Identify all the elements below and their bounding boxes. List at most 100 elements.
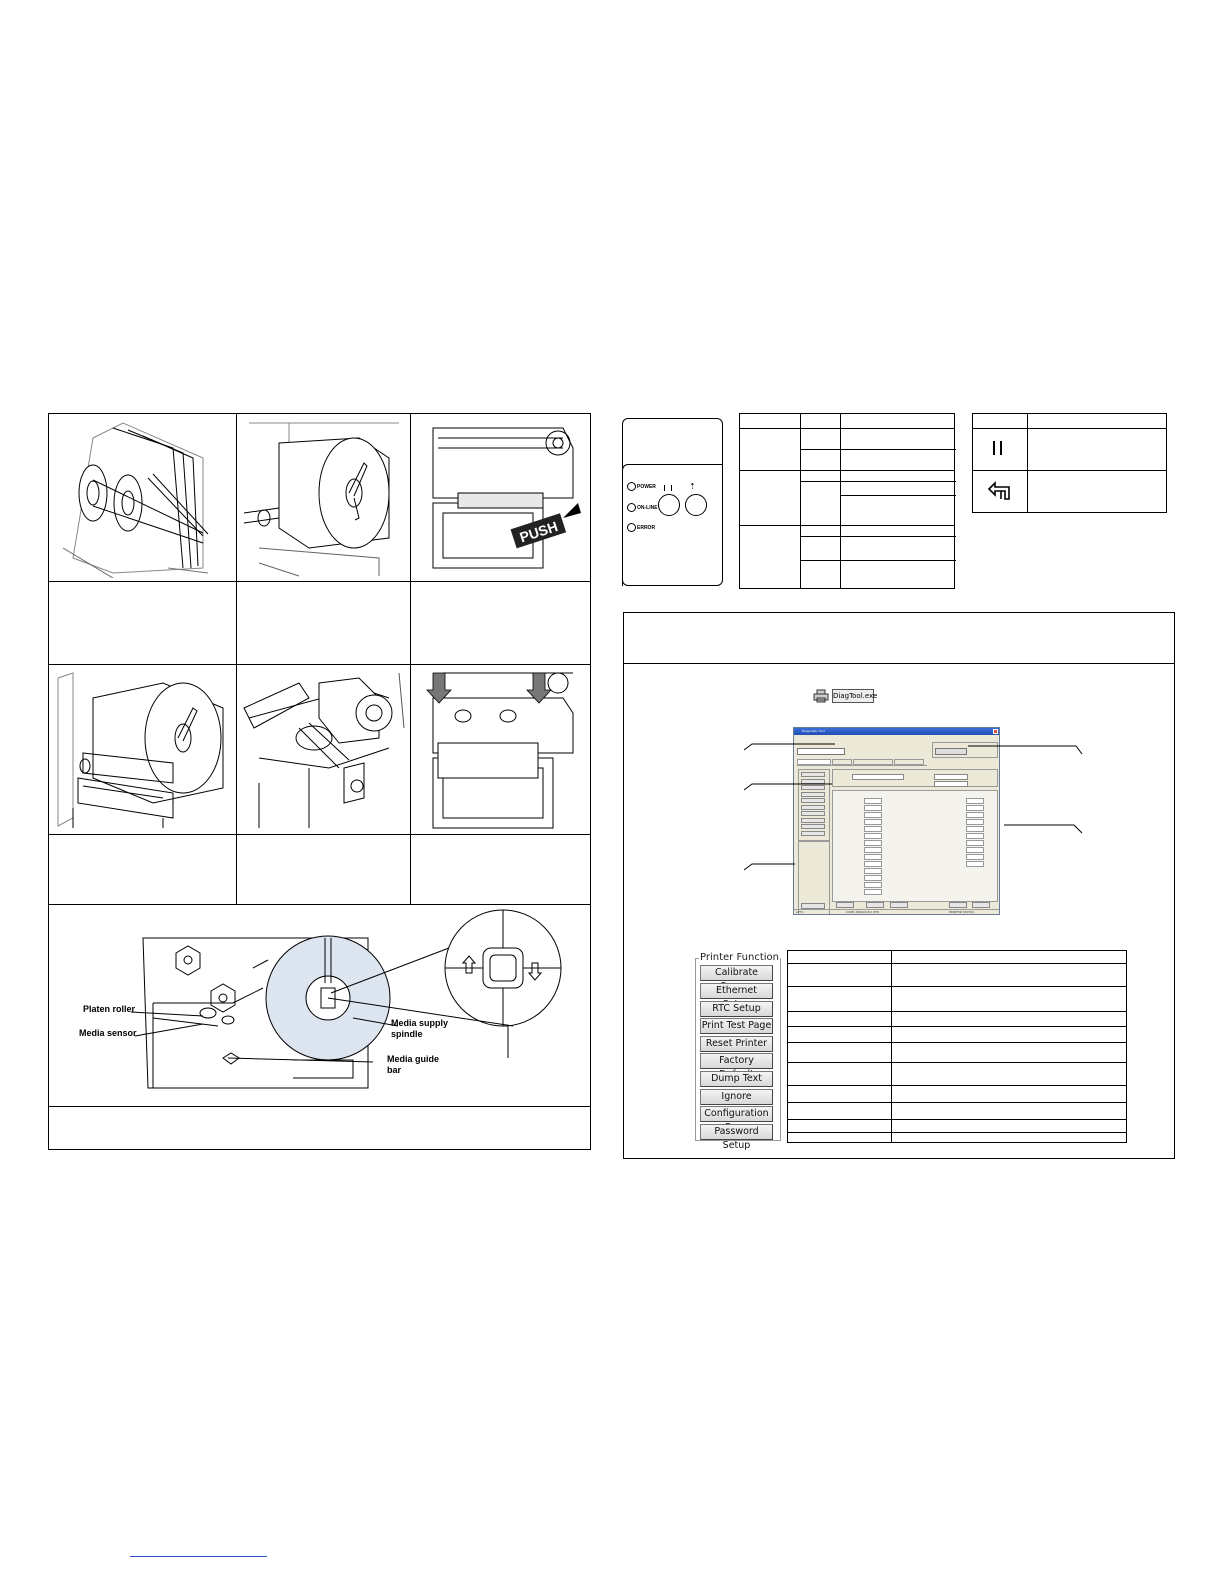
table-line (788, 1132, 1126, 1133)
table-line (788, 1085, 1126, 1086)
feed-button[interactable] (685, 494, 707, 516)
window-titlebar (794, 728, 999, 735)
printer-function-mini-button[interactable] (801, 830, 825, 836)
config-field[interactable] (966, 798, 984, 804)
config-field[interactable] (864, 805, 882, 811)
window-close-icon[interactable] (993, 729, 998, 734)
tab-command-tool[interactable] (894, 759, 924, 765)
config-field[interactable] (864, 875, 882, 881)
window-title: Diagnostic Tool (802, 729, 825, 733)
loading-steps-panel: PUSH (48, 413, 591, 1150)
printer-function-button[interactable]: Factory Default (700, 1053, 773, 1080)
config-field[interactable] (864, 819, 882, 825)
status-port: LPT1 (796, 910, 804, 914)
footer-link[interactable] (130, 1553, 267, 1557)
config-field[interactable] (966, 826, 984, 832)
table-line (788, 963, 1126, 964)
table-line (800, 481, 956, 482)
config-field[interactable] (864, 840, 882, 846)
printer-function-mini-button[interactable] (801, 785, 825, 790)
config-field[interactable] (966, 819, 984, 825)
grid-line (410, 414, 411, 904)
panel-header-divider (624, 663, 1174, 664)
button-function-table (972, 413, 1167, 513)
config-field[interactable] (966, 805, 984, 811)
online-led (627, 503, 636, 512)
config-field[interactable] (864, 868, 882, 874)
table-line (788, 1119, 1126, 1120)
config-field[interactable] (966, 861, 984, 867)
interface-select[interactable] (935, 748, 967, 755)
get-status-mini-button[interactable] (801, 903, 825, 909)
config-field[interactable] (966, 812, 984, 818)
printer-function-mini-button[interactable] (801, 824, 825, 829)
config-field[interactable] (864, 882, 882, 888)
printer-function-mini-group (798, 769, 830, 841)
printer-function-button[interactable]: Configuration Page (700, 1106, 773, 1133)
led-status-table (739, 413, 956, 589)
printer-function-mini-button[interactable] (801, 811, 825, 816)
tab-bitmap-font-manager[interactable] (853, 759, 893, 765)
save-mini-button[interactable] (890, 902, 908, 908)
power-led-label: POWER (637, 484, 656, 490)
printer-function-mini-button[interactable] (801, 804, 825, 810)
config-field[interactable] (864, 854, 882, 860)
printer-function-button[interactable]: Ethernet Setup (700, 983, 773, 1010)
printer-function-mini-button[interactable] (801, 778, 825, 784)
config-field[interactable] (966, 840, 984, 846)
config-field[interactable] (966, 833, 984, 839)
serial-field (934, 781, 968, 787)
error-led (627, 523, 636, 532)
tab-printer-configuration[interactable] (797, 759, 831, 765)
set-mini-button[interactable] (949, 902, 967, 908)
printer-function-button[interactable]: RTC Setup (700, 1001, 773, 1017)
online-led-label: ON-LINE (637, 505, 658, 511)
step-5-illustration (239, 668, 407, 831)
printer-function-mini-button[interactable] (801, 772, 825, 777)
config-field[interactable] (864, 847, 882, 853)
step-6-illustration (413, 668, 589, 831)
printer-function-button[interactable]: Calibrate Sensor (700, 965, 773, 992)
table-line (973, 428, 1166, 429)
read-mini-button[interactable] (972, 902, 990, 908)
table-line (1027, 414, 1028, 512)
error-led-label: ERROR (637, 525, 656, 531)
table-line (788, 1011, 1126, 1012)
load-mini-button[interactable] (866, 902, 884, 908)
config-field[interactable] (864, 889, 882, 895)
config-field[interactable] (864, 826, 882, 832)
config-field[interactable] (864, 861, 882, 867)
config-field[interactable] (864, 833, 882, 839)
diagtool-launch-button[interactable]: DiagTool.exe (832, 689, 877, 703)
printer-function-button[interactable]: Ignore AUTO.BAS (700, 1089, 773, 1116)
config-field[interactable] (864, 812, 882, 818)
config-field[interactable] (864, 798, 882, 804)
printer-function-button[interactable]: Password Setup (700, 1124, 773, 1151)
printer-function-mini-button[interactable] (801, 798, 825, 803)
status-printer: PRINTER STATUS (949, 910, 975, 914)
media-supply-spindle-label: Media supply spindle (391, 1018, 449, 1039)
table-line (840, 495, 956, 496)
config-field[interactable] (966, 847, 984, 853)
clear-mini-button[interactable] (836, 902, 854, 908)
step-1-illustration (53, 418, 233, 578)
printer-function-table (787, 950, 1127, 1143)
printer-icon (813, 689, 829, 703)
interface-group (932, 742, 998, 758)
config-fields (834, 798, 994, 898)
table-line (800, 449, 956, 450)
language-select[interactable] (797, 748, 845, 755)
printer-function-button[interactable]: Dump Text (700, 1071, 773, 1087)
printer-function-mini-button[interactable] (801, 817, 825, 823)
media-sensor-label: Media sensor (79, 1028, 137, 1038)
pause-button[interactable] (658, 494, 680, 516)
step-4-illustration (53, 668, 233, 831)
printer-function-button[interactable]: Reset Printer (700, 1036, 773, 1052)
tab-file-manager[interactable] (832, 759, 852, 765)
printer-function-mini-button[interactable] (801, 791, 825, 797)
status-bar (794, 909, 999, 914)
callout-lines (743, 743, 1083, 871)
printer-function-button[interactable]: Print Test Page (700, 1018, 773, 1034)
config-field[interactable] (966, 854, 984, 860)
grid-line (49, 834, 590, 835)
